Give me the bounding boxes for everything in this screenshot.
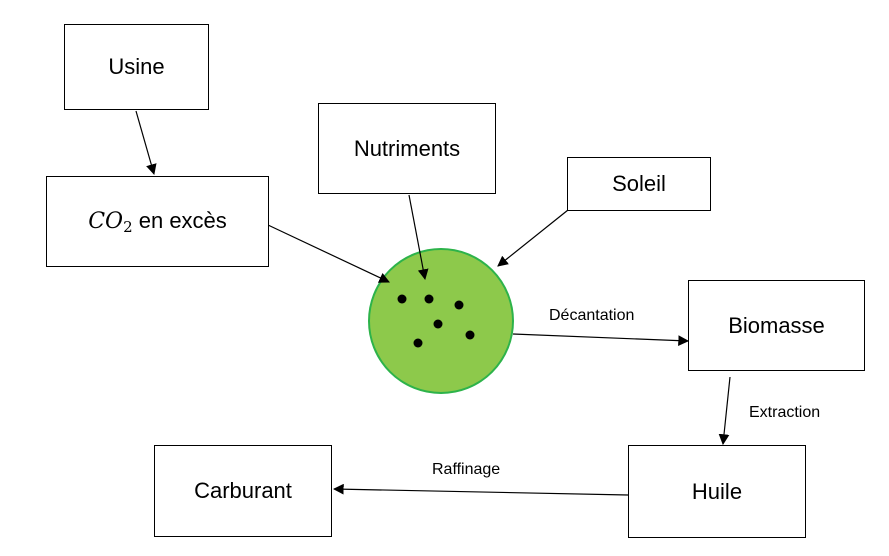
biomasse-box: Biomasse [688, 280, 865, 371]
biomasse-label: Biomasse [728, 312, 825, 338]
huile-label: Huile [691, 478, 743, 504]
algae-cell-dot [397, 294, 407, 304]
arrow-culture-to-biomasse [512, 333, 690, 347]
decantation-label: Décantation [549, 307, 635, 324]
algae-cell-dot [424, 294, 434, 304]
nutriments-box: Nutriments [318, 103, 496, 194]
algae-cell-dot [454, 300, 464, 310]
algae-cells [397, 294, 475, 348]
soleil-box: Soleil [567, 157, 711, 211]
co2-formula-subscript: 2 [123, 217, 133, 236]
algae-cell-dot [465, 330, 475, 340]
algae-cell-dot [433, 319, 443, 329]
algae-cell-dot [413, 338, 423, 348]
arrow-co2-to-culture [267, 224, 390, 283]
raffinage-label: Raffinage [432, 461, 501, 478]
co2-formula-main: CO [88, 208, 124, 234]
nutriments-label: Nutriments [353, 135, 461, 161]
carburant-label: Carburant [194, 478, 292, 503]
co2-excess-label: CO2 en excès [88, 208, 227, 236]
arrow-biomasse-to-huile [718, 376, 731, 446]
arrow-huile-to-carburant [332, 483, 629, 496]
usine-label: Usine [108, 54, 165, 79]
arrow-soleil-to-culture [497, 209, 569, 267]
soleil-label: Soleil [612, 171, 666, 196]
arrow-nutriments-to-culture [408, 194, 429, 281]
extraction-label: Extraction [749, 404, 821, 421]
co2-suffix: en excès [132, 207, 227, 233]
huile-box: Huile [628, 445, 806, 538]
co2-formula: CO2 [88, 208, 133, 236]
co2-excess-box: CO2 en excès [46, 176, 269, 267]
arrow-usine-to-co2 [135, 110, 157, 176]
carburant-box: Carburant [154, 445, 332, 537]
usine-box: Usine [64, 24, 209, 110]
